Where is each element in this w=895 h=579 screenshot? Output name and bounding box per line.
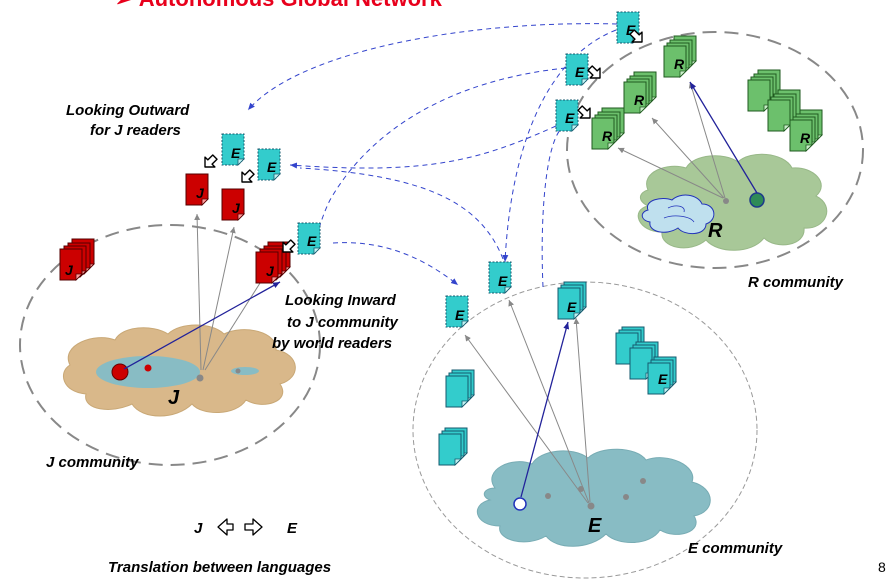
svg-text:R: R bbox=[674, 56, 685, 72]
svg-text:E: E bbox=[307, 233, 317, 249]
link-lines-gray bbox=[194, 81, 726, 504]
e-document: E bbox=[555, 99, 579, 132]
r-document-stack: R bbox=[790, 110, 822, 151]
r-community-label: R community bbox=[748, 274, 844, 291]
j-cloud bbox=[62, 324, 296, 417]
looking-inward-label-line2: to J community bbox=[287, 314, 399, 331]
e-document: E bbox=[558, 282, 586, 319]
svg-text:J: J bbox=[232, 200, 241, 216]
looking-outward-label-line2: for J readers bbox=[90, 122, 181, 139]
j-document: J bbox=[185, 173, 209, 206]
r-document: R bbox=[592, 108, 624, 149]
e-document: E bbox=[616, 11, 640, 44]
j-document: J bbox=[221, 188, 245, 221]
svg-text:J: J bbox=[196, 185, 205, 201]
e-document-stack: E bbox=[648, 357, 676, 394]
svg-text:E: E bbox=[231, 145, 241, 161]
svg-text:J: J bbox=[266, 263, 275, 279]
e-cloud-label: E bbox=[588, 515, 602, 537]
j-community-boundary bbox=[19, 224, 321, 466]
r-community-boundary bbox=[566, 31, 864, 269]
svg-text:E: E bbox=[565, 110, 575, 126]
legend-right-letter: E bbox=[287, 520, 298, 537]
svg-text:R: R bbox=[800, 130, 811, 146]
looking-inward-label-line3: by world readers bbox=[272, 335, 392, 352]
svg-text:E: E bbox=[267, 159, 277, 175]
e-document: E bbox=[445, 295, 469, 328]
translation-arrow-icon bbox=[199, 151, 221, 173]
e-document: E bbox=[297, 222, 321, 255]
e-document-stack bbox=[439, 428, 467, 465]
e-document: E bbox=[565, 53, 589, 86]
svg-text:R: R bbox=[602, 128, 613, 144]
e-document: E bbox=[221, 133, 245, 166]
j-community-label: J community bbox=[46, 454, 139, 471]
svg-text:E: E bbox=[626, 22, 636, 38]
r-document: R bbox=[664, 36, 696, 77]
svg-text:E: E bbox=[567, 299, 577, 315]
e-document: E bbox=[488, 261, 512, 294]
e-community-label: E community bbox=[688, 540, 783, 557]
translation-arrow-icon bbox=[236, 166, 258, 188]
r-cloud bbox=[637, 153, 828, 251]
looking-inward-label-line1: Looking Inward bbox=[285, 292, 397, 309]
link-lines-direct bbox=[123, 81, 758, 498]
svg-text:E: E bbox=[658, 371, 668, 387]
svg-text:E: E bbox=[455, 307, 465, 323]
slide-title: ➢ Autonomous Global Network bbox=[115, 0, 443, 11]
e-document: E bbox=[257, 148, 281, 181]
translation-caption: Translation between languages bbox=[108, 559, 331, 576]
j-stack-letter: J bbox=[65, 262, 74, 278]
svg-text:E: E bbox=[575, 64, 585, 80]
svg-text:E: E bbox=[498, 273, 508, 289]
e-document-stack bbox=[446, 370, 474, 407]
looking-outward-label-line1: Looking Outward bbox=[66, 102, 190, 119]
j-document: J bbox=[256, 242, 290, 283]
e-cloud bbox=[476, 448, 711, 547]
r-cloud-label: R bbox=[708, 220, 723, 242]
translation-legend-icon bbox=[217, 518, 263, 536]
j-cloud-label: J bbox=[168, 387, 180, 409]
r-document: R bbox=[624, 72, 656, 113]
page-number: 8 bbox=[878, 559, 886, 575]
legend-left-letter: J bbox=[194, 520, 203, 537]
svg-text:R: R bbox=[634, 92, 645, 108]
